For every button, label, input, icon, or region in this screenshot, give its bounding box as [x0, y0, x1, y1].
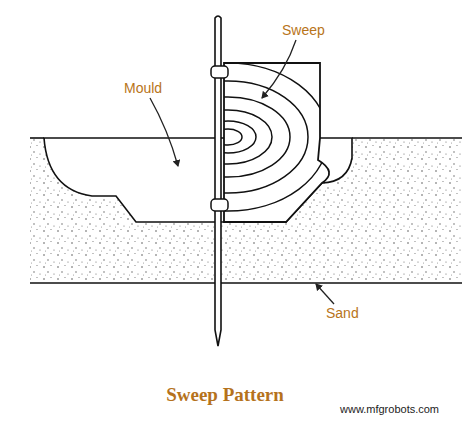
spindle: [211, 16, 228, 346]
sand-surface-line: [30, 137, 44, 139]
sand-surface-line: [352, 137, 462, 139]
part-label: Mould: [124, 80, 162, 96]
part-label: Sweep: [282, 22, 325, 38]
leader-line: [316, 284, 334, 304]
watermark: www.mfgrobots.com: [340, 403, 439, 416]
part-label: Sand: [326, 305, 359, 321]
sand-bottom-line: [30, 282, 462, 284]
leader-line: [150, 98, 178, 166]
leader-line: [262, 40, 296, 98]
caption: Sweep Pattern: [166, 384, 284, 406]
